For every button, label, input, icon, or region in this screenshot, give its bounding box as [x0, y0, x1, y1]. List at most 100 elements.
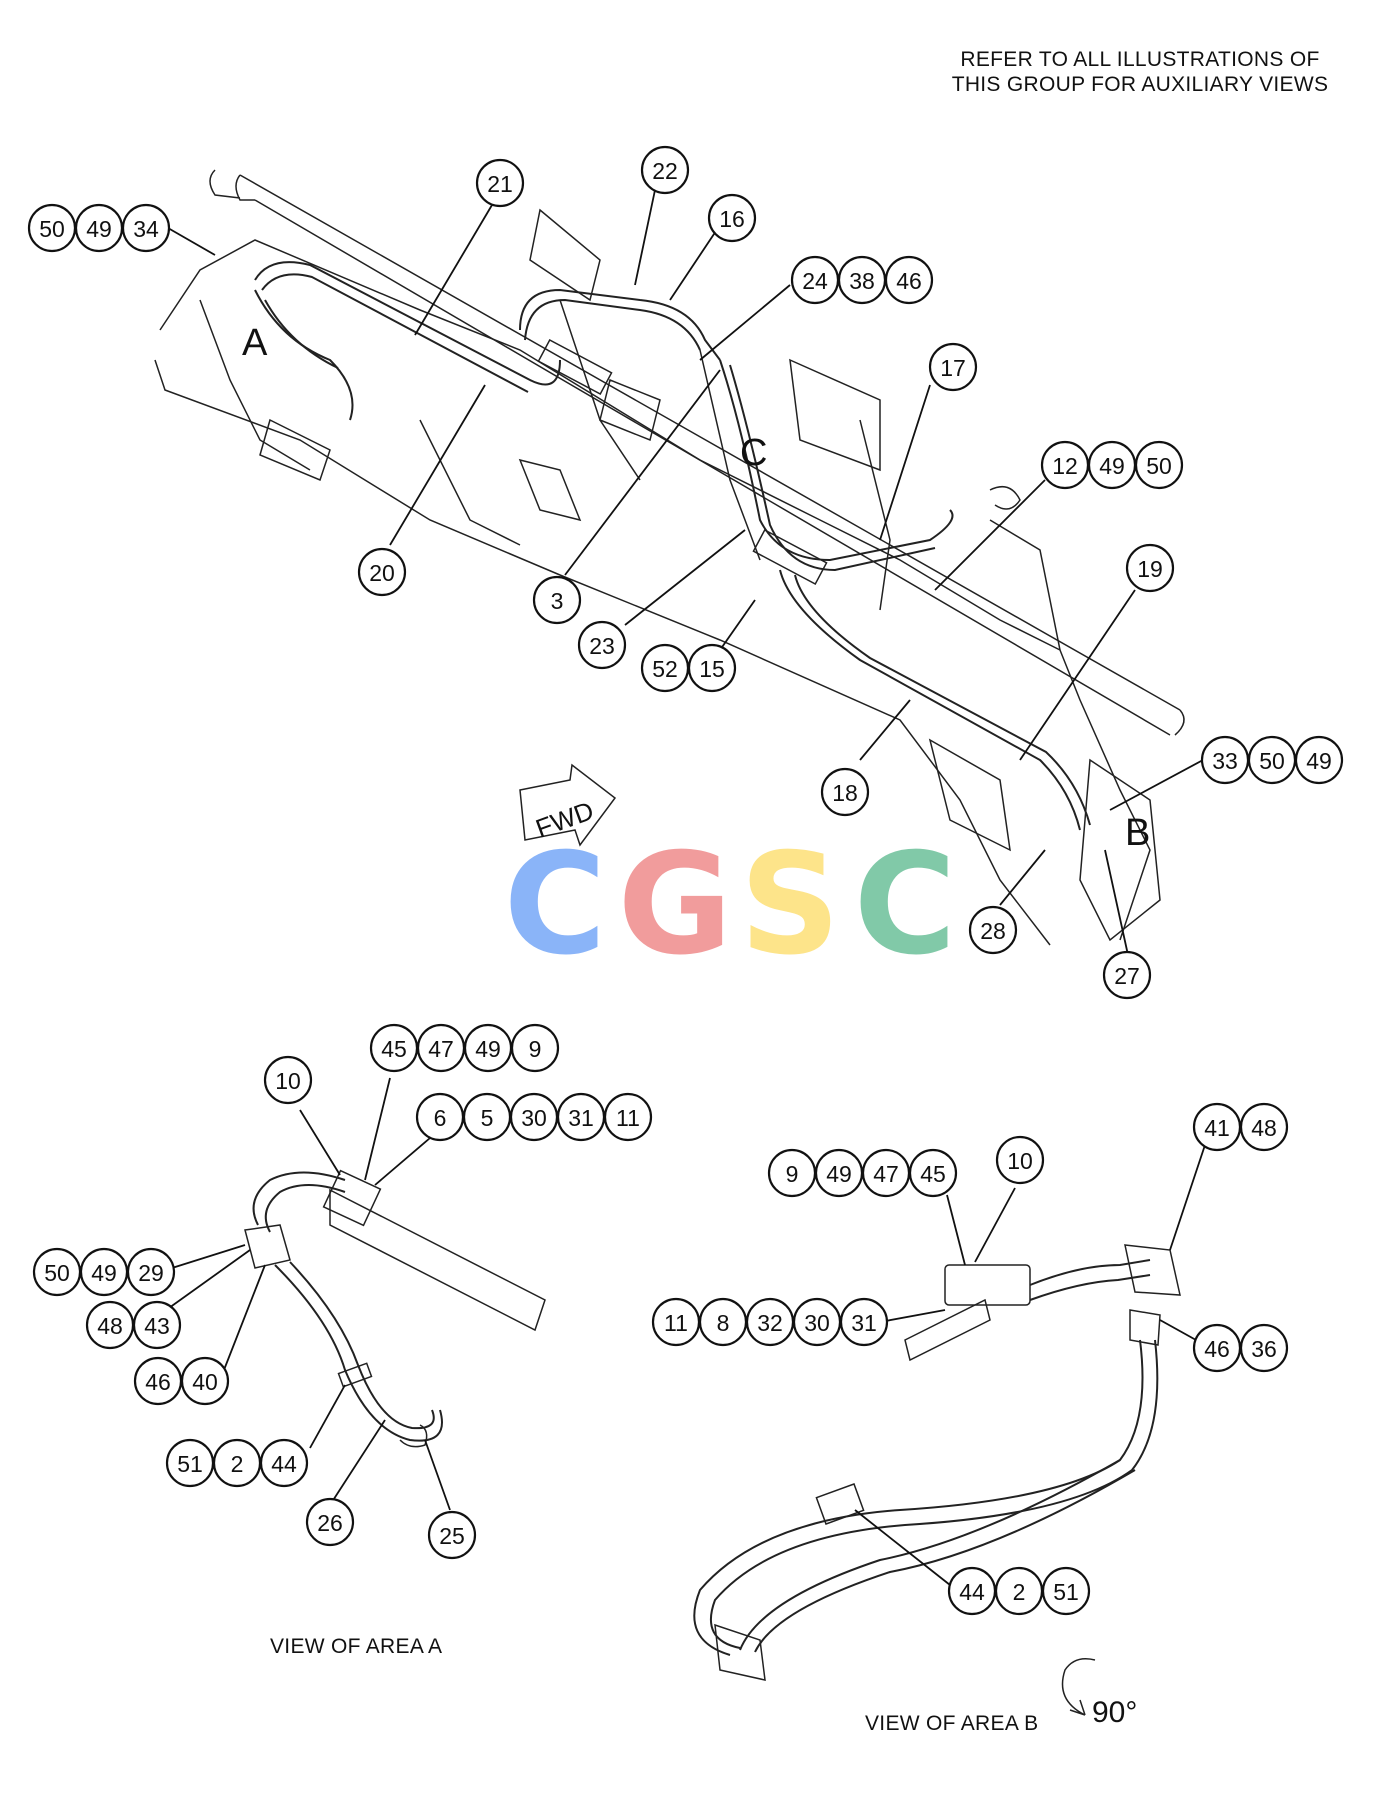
callout-group-a8: 26 — [305, 1497, 355, 1547]
callout-bubble: 46 — [133, 1356, 183, 1406]
callout-number: 49 — [475, 1036, 501, 1062]
callout-number: 49 — [1099, 453, 1125, 479]
callout-group-t16: 27 — [1102, 950, 1152, 1000]
callout-number: 29 — [138, 1260, 164, 1286]
watermark-letter: G — [618, 824, 733, 987]
callout-number: 50 — [39, 216, 65, 242]
callout-number: 20 — [369, 560, 395, 586]
reference-note: REFER TO ALL ILLUSTRATIONS OF THIS GROUP… — [930, 47, 1350, 97]
callout-group-t10: 3 — [532, 575, 582, 625]
callout-circle — [908, 1148, 958, 1198]
callout-bubble: 43 — [132, 1300, 182, 1350]
callout-bubble: 27 — [1102, 950, 1152, 1000]
callout-number: 17 — [940, 355, 966, 381]
callout-bubble: 2 — [212, 1438, 262, 1488]
callout-number: 45 — [920, 1161, 946, 1187]
callout-bubble: 29 — [126, 1247, 176, 1297]
callout-number: 26 — [317, 1510, 343, 1536]
callout-number: 11 — [664, 1310, 688, 1336]
callout-number: 6 — [434, 1105, 447, 1131]
callout-number: 36 — [1251, 1336, 1277, 1362]
callout-number: 27 — [1114, 963, 1140, 989]
area-label-c: C — [740, 432, 767, 474]
callout-number: 5 — [481, 1105, 494, 1131]
watermark-letter: C — [504, 824, 607, 987]
callout-bubble: 40 — [180, 1356, 230, 1406]
callout-number: 50 — [1146, 453, 1172, 479]
callout-circle — [707, 193, 757, 243]
callout-bubble: 33 — [1200, 735, 1250, 785]
callout-number: 46 — [896, 268, 922, 294]
callout-bubble: 10 — [263, 1055, 313, 1105]
callout-group-t15: 28 — [968, 905, 1018, 955]
area-b-detail-drawing — [693, 1244, 1181, 1681]
callout-bubble: 47 — [416, 1023, 466, 1073]
callout-number: 10 — [1007, 1148, 1033, 1174]
callout-bubble: 48 — [85, 1300, 135, 1350]
callout-group-t2: 21 — [475, 158, 525, 208]
callout-circle — [1239, 1323, 1289, 1373]
callout-group-t13: 18 — [820, 767, 870, 817]
area-a-detail-drawing — [244, 1169, 546, 1448]
callout-number: 18 — [832, 780, 858, 806]
callout-bubble: 12 — [1040, 440, 1090, 490]
callout-circle — [1041, 1566, 1091, 1616]
reference-note-line-1: REFER TO ALL ILLUSTRATIONS OF — [960, 48, 1320, 71]
callout-number: 52 — [652, 656, 678, 682]
callout-bubble: 15 — [687, 643, 737, 693]
callout-number: 44 — [959, 1579, 985, 1605]
callout-bubble: 49 — [1294, 735, 1344, 785]
callout-number: 16 — [719, 206, 745, 232]
callout-bubble: 28 — [968, 905, 1018, 955]
callout-circle — [1102, 950, 1152, 1000]
callout-bubble: 49 — [74, 203, 124, 253]
callout-group-t3: 22 — [640, 145, 690, 195]
callout-number: 51 — [177, 1451, 203, 1477]
callout-number: 23 — [589, 633, 615, 659]
callout-circle — [1294, 735, 1344, 785]
callout-group-t8: 19 — [1125, 543, 1175, 593]
callout-bubble: 24 — [790, 255, 840, 305]
callout-bubble: 9 — [767, 1148, 817, 1198]
callout-bubble: 44 — [259, 1438, 309, 1488]
rotation-angle: 90° — [1092, 1696, 1137, 1729]
callout-bubble: 45 — [908, 1148, 958, 1198]
callout-circle — [884, 255, 934, 305]
callout-bubble: 49 — [814, 1148, 864, 1198]
callout-number: 3 — [551, 588, 564, 614]
callout-bubble: 30 — [792, 1297, 842, 1347]
frame-assembly — [154, 169, 1185, 946]
callout-number: 48 — [97, 1313, 123, 1339]
callout-circle — [820, 767, 870, 817]
callout-group-a7: 51 2 44 — [165, 1438, 309, 1488]
callout-bubble: 21 — [475, 158, 525, 208]
callout-bubble: 38 — [837, 255, 887, 305]
callout-bubble: 50 — [1247, 735, 1297, 785]
callout-number: 47 — [428, 1036, 454, 1062]
area-label-a: A — [242, 322, 268, 364]
callout-circle — [687, 643, 737, 693]
callout-bubble: 17 — [928, 342, 978, 392]
callout-circle — [839, 1297, 889, 1347]
area-label-b: B — [1125, 812, 1150, 854]
view-title-area-b: VIEW OF AREA B — [865, 1712, 1039, 1735]
callout-number: 2 — [231, 1451, 244, 1477]
callout-bubble: 22 — [640, 145, 690, 195]
callout-number: 43 — [144, 1313, 170, 1339]
callout-number: 19 — [1137, 556, 1163, 582]
callout-bubble: 2 — [994, 1566, 1044, 1616]
callout-bubble: 46 — [884, 255, 934, 305]
callout-group-a5: 48 43 — [85, 1300, 182, 1350]
callout-bubble: 20 — [357, 547, 407, 597]
callout-number: 41 — [1204, 1115, 1230, 1141]
callout-number: 51 — [1053, 1579, 1079, 1605]
